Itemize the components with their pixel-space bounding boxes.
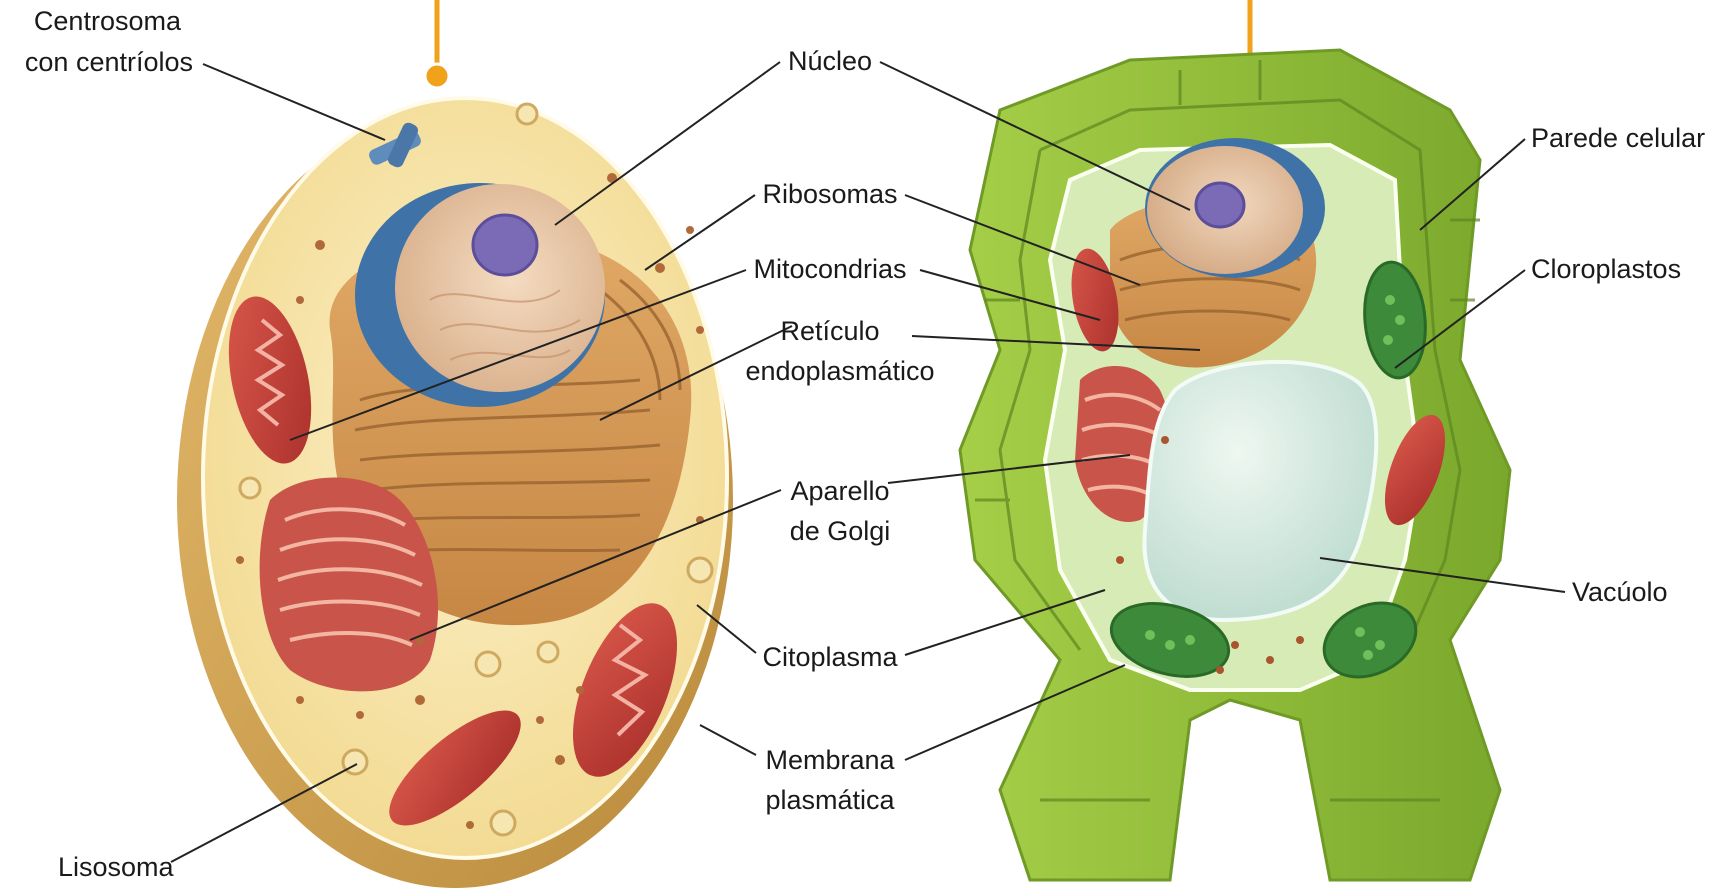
label-ribosomas: Ribosomas [740, 175, 920, 214]
label-parede-celular: Parede celular [1531, 119, 1705, 158]
label-reticulo-2: endoplasmático [740, 352, 940, 391]
label-cloroplastos: Cloroplastos [1531, 250, 1681, 289]
label-vacuolo: Vacúolo [1572, 573, 1668, 612]
label-centrosoma-1: Centrosoma [34, 2, 181, 41]
label-membrana-1: Membrana [740, 741, 920, 780]
label-reticulo-1: Retículo [740, 312, 920, 351]
label-membrana-2: plasmática [740, 781, 920, 820]
label-aparello-2: de Golgi [740, 512, 940, 551]
label-citoplasma: Citoplasma [740, 638, 920, 677]
label-nucleo: Núcleo [740, 42, 920, 81]
label-aparello-1: Aparello [740, 472, 940, 511]
animal-cell [177, 0, 733, 888]
label-mitocondrias: Mitocondrias [735, 250, 925, 289]
label-centrosoma-2: con centríolos [25, 43, 193, 82]
plant-cell [960, 0, 1510, 880]
label-lisosoma: Lisosoma [58, 848, 174, 887]
